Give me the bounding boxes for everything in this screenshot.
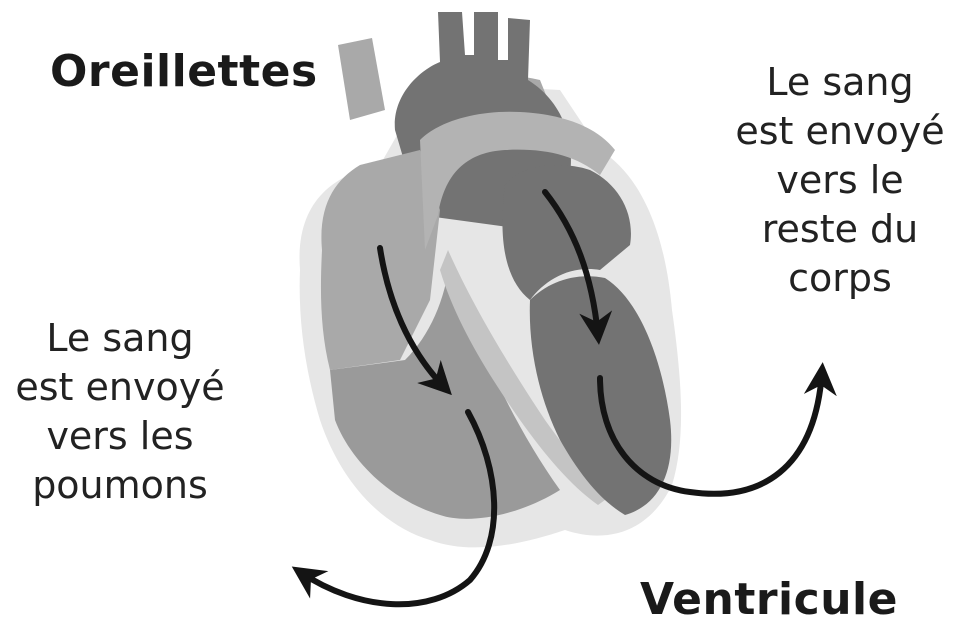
caption-body-line: reste du [730,205,950,254]
caption-lungs-line: poumons [0,461,240,510]
caption-lungs: Le sang est envoyé vers les poumons [0,314,240,510]
vena-cava [338,38,385,120]
caption-lungs-line: Le sang [0,314,240,363]
caption-body-line: corps [730,254,950,303]
atria-label: Oreillettes [50,50,318,94]
ventricle-label: Ventricule [640,578,898,622]
caption-lungs-line: est envoyé [0,363,240,412]
caption-body-line: Le sang [730,58,950,107]
caption-body-line: vers le [730,156,950,205]
caption-body: Le sang est envoyé vers le reste du corp… [730,58,950,303]
caption-body-line: est envoyé [730,107,950,156]
caption-lungs-line: vers les [0,412,240,461]
